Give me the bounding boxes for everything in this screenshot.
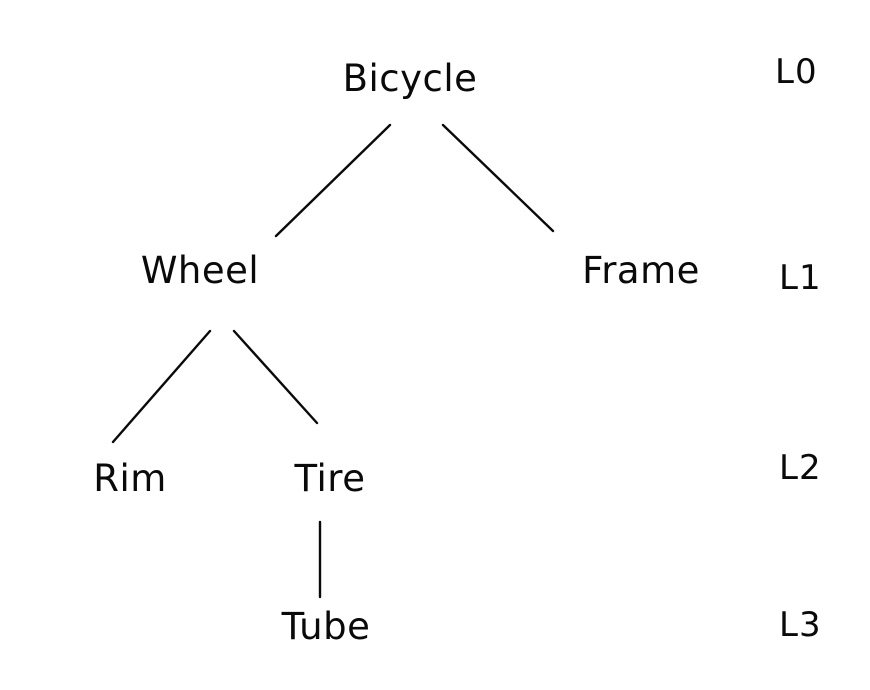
tree-edge-bicycle-wheel bbox=[274, 123, 392, 238]
tree-node-frame[interactable]: Frame bbox=[582, 249, 700, 292]
tree-edge-wheel-rim bbox=[111, 329, 212, 444]
level-label-l1: L1 bbox=[779, 258, 822, 298]
level-label-l2: L2 bbox=[779, 448, 822, 488]
level-label-l0: L0 bbox=[775, 52, 818, 92]
tree-node-rim[interactable]: Rim bbox=[93, 457, 167, 500]
tree-node-tire[interactable]: Tire bbox=[294, 457, 366, 500]
tree-node-tube[interactable]: Tube bbox=[281, 605, 371, 648]
level-label-l3: L3 bbox=[779, 605, 822, 645]
tree-edge-bicycle-frame bbox=[441, 123, 555, 233]
tree-node-bicycle[interactable]: Bicycle bbox=[342, 57, 478, 100]
tree-node-wheel[interactable]: Wheel bbox=[140, 249, 260, 292]
tree-edge-wheel-tire bbox=[232, 329, 319, 425]
